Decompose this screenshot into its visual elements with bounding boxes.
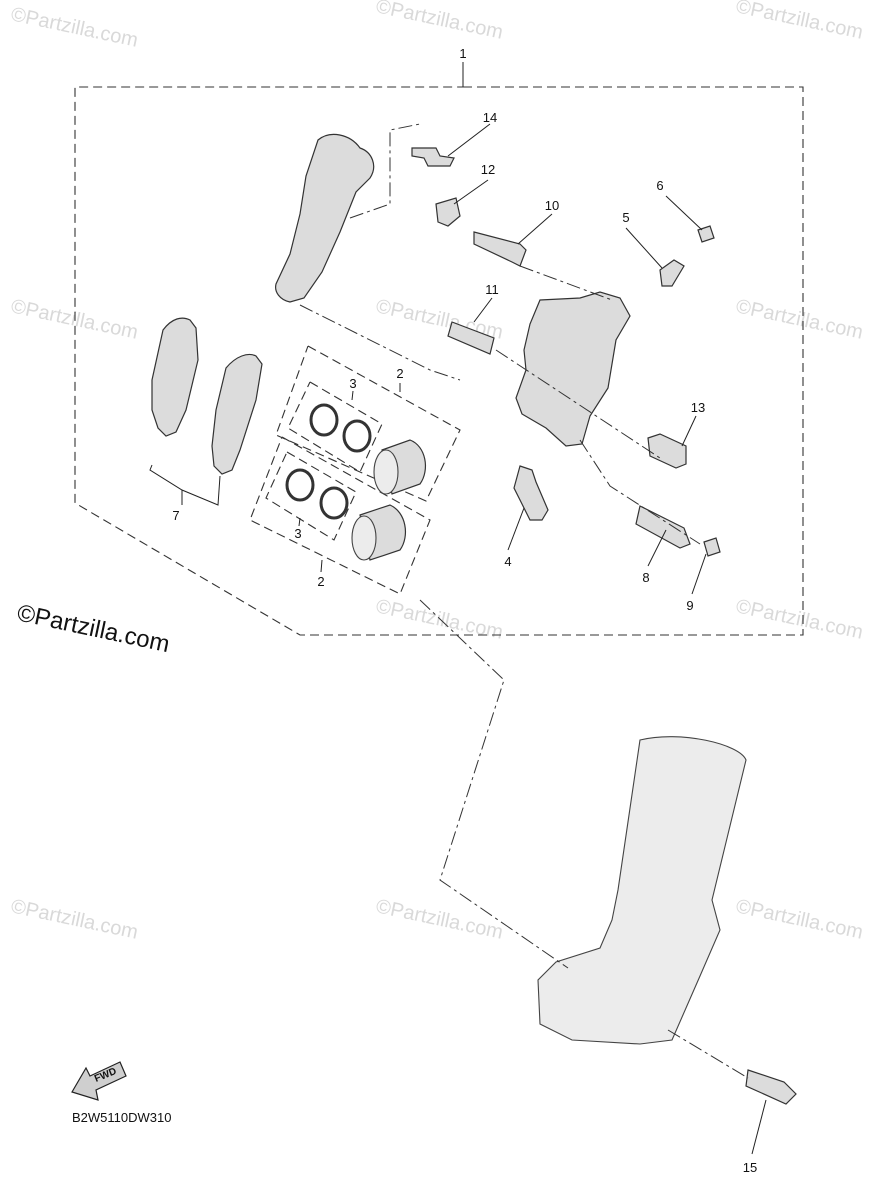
callout-10: 10 bbox=[545, 198, 559, 213]
seal-group-lower bbox=[265, 451, 357, 541]
fwd-indicator: FWD bbox=[71, 1061, 127, 1101]
callout-3: 3 bbox=[294, 526, 301, 541]
piston-seals bbox=[285, 403, 372, 520]
watermark: ©Partzilla.com bbox=[374, 895, 505, 943]
pistons bbox=[351, 439, 427, 561]
callout-1: 1 bbox=[459, 46, 466, 61]
callout-9: 9 bbox=[686, 598, 693, 613]
watermark-prominent: ©Partzilla.com bbox=[15, 599, 172, 658]
caliper-body bbox=[515, 291, 631, 447]
watermark: ©Partzilla.com bbox=[734, 895, 865, 943]
caliper-bracket bbox=[275, 133, 375, 303]
watermark: ©Partzilla.com bbox=[9, 895, 140, 943]
callout-14: 14 bbox=[483, 110, 497, 125]
piston-set-upper bbox=[275, 345, 461, 502]
callout-5: 5 bbox=[622, 210, 629, 225]
leader-lines bbox=[149, 62, 767, 1155]
bleed-screw bbox=[659, 259, 685, 287]
brake-pads bbox=[151, 317, 263, 475]
assembly-boundary bbox=[74, 86, 804, 636]
bolt-cap bbox=[703, 537, 721, 557]
pad-pin bbox=[647, 433, 687, 469]
watermark: ©Partzilla.com bbox=[9, 3, 140, 51]
watermark: ©Partzilla.com bbox=[734, 0, 865, 44]
diagram-code: B2W5110DW310 bbox=[72, 1110, 171, 1125]
callout-6: 6 bbox=[656, 178, 663, 193]
front-fork bbox=[537, 736, 747, 1045]
callout-8: 8 bbox=[642, 570, 649, 585]
callout-12: 12 bbox=[481, 162, 495, 177]
fwd-arrow-icon bbox=[71, 1061, 127, 1101]
connector-lines bbox=[299, 123, 749, 1079]
callout-7: 7 bbox=[172, 508, 179, 523]
callout-13: 13 bbox=[691, 400, 705, 415]
callout-labels: 1 2 2 3 3 4 5 6 7 8 9 10 11 12 13 14 15 bbox=[172, 46, 757, 1175]
watermark-layer: ©Partzilla.com ©Partzilla.com ©Partzilla… bbox=[9, 0, 865, 944]
callout-4: 4 bbox=[504, 554, 511, 569]
callout-15: 15 bbox=[743, 1160, 757, 1175]
watermark: ©Partzilla.com bbox=[734, 295, 865, 343]
watermark: ©Partzilla.com bbox=[374, 0, 505, 44]
fork-bolt bbox=[745, 1069, 797, 1105]
callout-3: 3 bbox=[349, 376, 356, 391]
bleed-cap bbox=[435, 197, 461, 227]
callout-2: 2 bbox=[317, 574, 324, 589]
slide-pin-10 bbox=[473, 231, 527, 267]
pad-spring-clip bbox=[411, 147, 455, 167]
caliper-bolt bbox=[635, 505, 691, 549]
pad-spring bbox=[513, 465, 549, 521]
watermark: ©Partzilla.com bbox=[9, 295, 140, 343]
watermark: ©Partzilla.com bbox=[734, 595, 865, 643]
slide-pin-11 bbox=[447, 321, 495, 355]
watermark: ©Partzilla.com bbox=[374, 595, 505, 643]
callout-2: 2 bbox=[396, 366, 403, 381]
callout-11: 11 bbox=[485, 282, 499, 297]
